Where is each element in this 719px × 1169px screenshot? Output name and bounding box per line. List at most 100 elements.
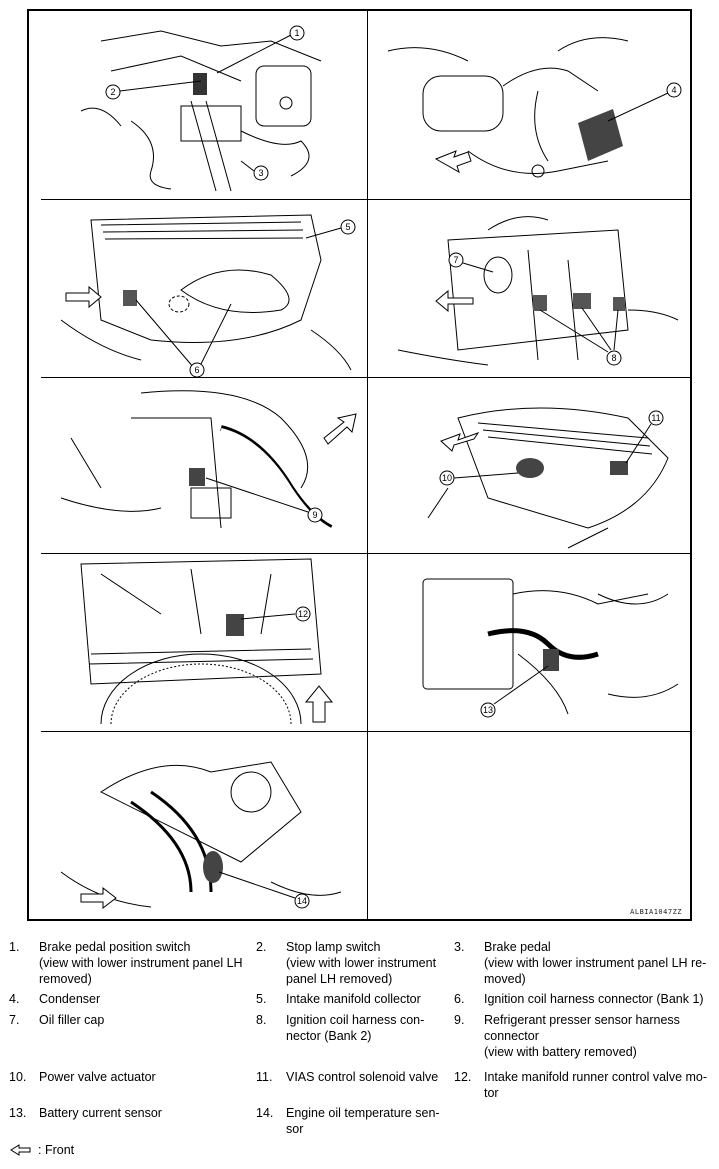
oil-temp-sensor-shape (203, 851, 223, 883)
front-arrow-icon (435, 289, 474, 313)
legend-text: Brake pedal position switch (view with l… (39, 940, 243, 986)
panel-divider-vertical (367, 11, 368, 919)
front-arrow-icon (10, 1144, 31, 1156)
legend-number: 13. (9, 1106, 27, 1120)
component-location-figure: 1 2 3 (27, 9, 692, 921)
callout-10: 10 (439, 470, 519, 486)
legend-number: 14. (256, 1106, 274, 1120)
panel-battery-sensor: 13 (368, 554, 692, 731)
svg-text:6: 6 (194, 365, 199, 375)
legend-number: 9. (454, 1013, 465, 1027)
legend-text: Engine oil temperature sen- sor (286, 1106, 440, 1136)
legend-text: VIAS control solenoid valve (286, 1070, 439, 1084)
svg-text:14: 14 (297, 896, 307, 906)
panel-oil-temp-sensor: 14 (41, 732, 367, 919)
panel-intake-collector: 5 6 (41, 200, 367, 377)
callout-5: 5 (305, 219, 356, 239)
legend-text: Refrigerant presser sensor harness conne… (484, 1013, 680, 1059)
legend-text: Condenser (39, 992, 101, 1006)
svg-text:3: 3 (258, 168, 263, 178)
bank2-connector-c (613, 297, 625, 311)
callout-6: 6 (135, 299, 232, 377)
legend-text: Oil filler cap (39, 1013, 105, 1027)
panel-brake-pedal: 1 2 3 (41, 11, 367, 199)
svg-text:5: 5 (345, 222, 350, 232)
oil-temp-sensor-drawing: 14 (60, 761, 342, 910)
legend-number: 11. (256, 1070, 273, 1084)
intake-collector-drawing: 5 6 (60, 214, 356, 377)
callout-4: 4 (607, 82, 682, 122)
front-arrow-icon (304, 685, 334, 723)
legend-text: Stop lamp switch (view with lower instru… (286, 940, 437, 986)
legend-number: 6. (454, 992, 465, 1006)
front-arrow-icon (80, 886, 117, 910)
power-valve-actuator-shape (516, 458, 544, 478)
legend-number: 3. (454, 940, 465, 954)
runner-control-drawing: 12 (80, 558, 334, 725)
condenser-shape (578, 109, 623, 161)
callout-13: 13 (480, 665, 549, 718)
svg-text:12: 12 (298, 609, 308, 619)
front-arrow-icon (323, 413, 357, 445)
panel-divider-row-3 (41, 553, 690, 554)
runner-motor-shape (226, 614, 244, 636)
panel-divider-row-4 (41, 731, 690, 732)
legend-number: 1. (9, 940, 20, 954)
callout-2: 2 (105, 80, 202, 100)
svg-text:9: 9 (312, 510, 317, 520)
svg-text:10: 10 (442, 473, 452, 483)
svg-text:2: 2 (110, 87, 115, 97)
callout-14: 14 (218, 871, 310, 909)
battery-sensor-drawing: 13 (422, 578, 679, 718)
legend-number: 2. (256, 940, 267, 954)
legend-number: 7. (9, 1013, 20, 1027)
svg-text:13: 13 (483, 705, 493, 715)
callout-3: 3 (240, 160, 269, 181)
oil-filler-drawing: 7 8 (397, 216, 679, 366)
svg-text:1: 1 (294, 28, 299, 38)
panel-divider-row-1 (41, 199, 690, 200)
bank2-connector-a (533, 295, 547, 311)
brake-pedal-drawing: 1 2 3 (80, 25, 322, 192)
svg-text:11: 11 (651, 413, 660, 423)
legend-text: Battery current sensor (39, 1106, 162, 1120)
callout-7: 7 (448, 252, 494, 273)
power-valve-drawing: 10 11 (427, 407, 669, 549)
condenser-drawing: 4 (387, 37, 682, 178)
callout-8: 8 (539, 307, 622, 366)
legend-text: Intake manifold collector (286, 992, 421, 1006)
battery-sensor-shape (543, 649, 559, 671)
panel-oil-filler-cap: 7 8 (368, 200, 692, 377)
legend-text: Ignition coil harness con- nector (Bank … (286, 1013, 425, 1043)
refrigerant-sensor-drawing: 9 (60, 390, 357, 532)
stop-lamp-switch-shape (193, 73, 207, 95)
callout-1: 1 (216, 25, 305, 74)
legend-text: Intake manifold runner control valve mo-… (484, 1070, 708, 1100)
refrigerant-connector-shape (189, 468, 205, 486)
ignition-coil-connector-shape (123, 290, 137, 306)
panel-refrigerant-sensor: 9 (41, 378, 367, 553)
front-note-text: : Front (38, 1143, 75, 1157)
panel-power-valve: 10 11 (368, 378, 692, 553)
svg-text:8: 8 (611, 353, 616, 363)
legend-number: 10. (9, 1070, 27, 1084)
vias-solenoid-shape (610, 461, 628, 475)
svg-text:4: 4 (671, 85, 676, 95)
legend-number: 4. (9, 992, 20, 1006)
panel-runner-control-motor: 12 (41, 554, 367, 731)
front-note: : Front (10, 1143, 74, 1157)
legend-number: 12. (454, 1070, 472, 1084)
legend-text: Power valve actuator (39, 1070, 156, 1084)
svg-text:7: 7 (453, 255, 458, 265)
legend-text: Ignition coil harness connector (Bank 1) (484, 992, 704, 1006)
bank2-connector-b (573, 293, 591, 309)
front-arrow-icon (434, 150, 472, 174)
front-arrow-icon (65, 285, 102, 309)
panel-divider-row-2 (41, 377, 690, 378)
callout-12: 12 (240, 606, 311, 622)
front-arrow-icon (440, 432, 480, 452)
panel-empty (368, 732, 692, 919)
legend-number: 5. (256, 992, 267, 1006)
legend-number: 8. (256, 1013, 267, 1027)
callout-9: 9 (205, 477, 323, 523)
